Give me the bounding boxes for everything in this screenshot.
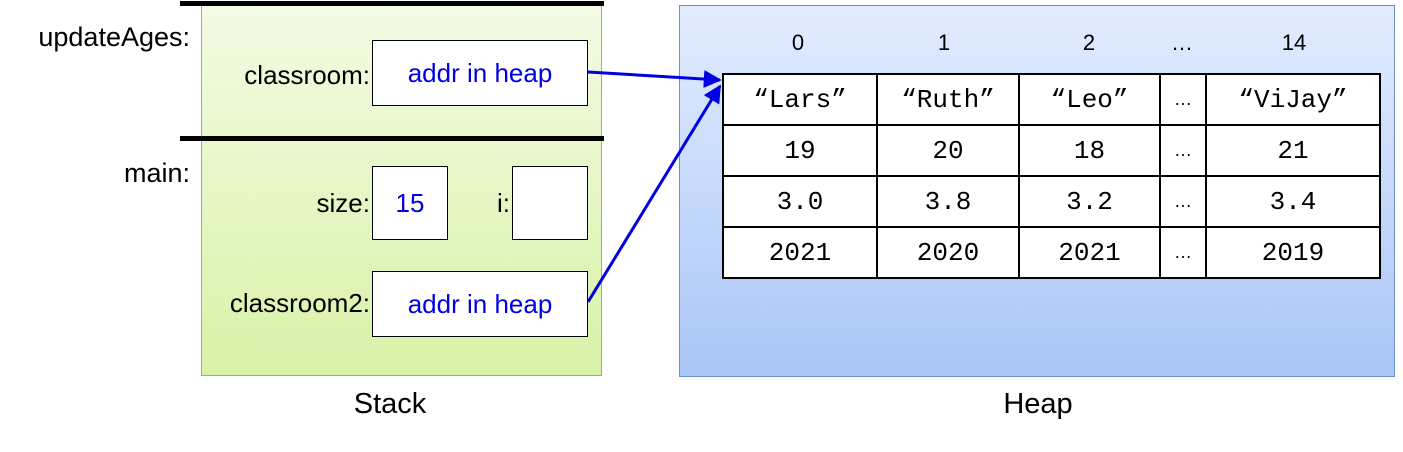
heap-cell: 20	[876, 124, 1020, 177]
heap-index-1: 1	[937, 30, 951, 55]
var-value-classroom2: addr in heap	[372, 271, 588, 337]
stack-caption: Stack	[353, 388, 427, 420]
heap-row-gpas: 3.0 3.8 3.2 … 3.4	[722, 175, 1381, 228]
frame-label-main: main:	[123, 158, 190, 188]
heap-array-table: “Lars” “Ruth” “Leo” … “ViJay” 19 20 18 ……	[722, 73, 1381, 279]
var-label-size: size:	[316, 188, 370, 218]
heap-caption: Heap	[1003, 388, 1073, 420]
heap-cell: …	[1159, 175, 1207, 228]
heap-cell: 3.2	[1018, 175, 1161, 228]
heap-cell: “Lars”	[722, 73, 878, 126]
heap-cell: 3.0	[722, 175, 878, 228]
var-label-classroom2: classroom2:	[229, 288, 370, 318]
stack-frame-divider	[180, 136, 604, 141]
var-label-i: i:	[497, 188, 510, 218]
var-value-i	[512, 166, 588, 240]
heap-cell: …	[1159, 73, 1207, 126]
var-value-size: 15	[372, 166, 448, 240]
heap-index-14: 14	[1281, 30, 1307, 55]
heap-cell: 2019	[1205, 226, 1381, 279]
heap-cell: 2021	[722, 226, 878, 279]
heap-cell: 19	[722, 124, 878, 177]
heap-index-0: 0	[791, 30, 805, 55]
var-label-classroom: classroom:	[244, 60, 370, 90]
heap-cell: “Ruth”	[876, 73, 1020, 126]
heap-cell: 18	[1018, 124, 1161, 177]
heap-cell: “Leo”	[1018, 73, 1161, 126]
heap-cell: 2020	[876, 226, 1020, 279]
heap-row-ages: 19 20 18 … 21	[722, 124, 1381, 177]
heap-cell: 3.4	[1205, 175, 1381, 228]
frame-label-updateages: updateAges:	[38, 22, 190, 52]
heap-index-ellipsis: …	[1171, 30, 1193, 55]
stack-frame-top-divider	[180, 1, 604, 6]
heap-cell: …	[1159, 124, 1207, 177]
heap-cell: …	[1159, 226, 1207, 279]
var-value-classroom: addr in heap	[372, 40, 588, 106]
heap-cell: 3.8	[876, 175, 1020, 228]
heap-row-years: 2021 2020 2021 … 2019	[722, 226, 1381, 279]
heap-index-2: 2	[1082, 30, 1096, 55]
heap-row-names: “Lars” “Ruth” “Leo” … “ViJay”	[722, 73, 1381, 126]
heap-cell: “ViJay”	[1205, 73, 1381, 126]
heap-cell: 2021	[1018, 226, 1161, 279]
heap-cell: 21	[1205, 124, 1381, 177]
